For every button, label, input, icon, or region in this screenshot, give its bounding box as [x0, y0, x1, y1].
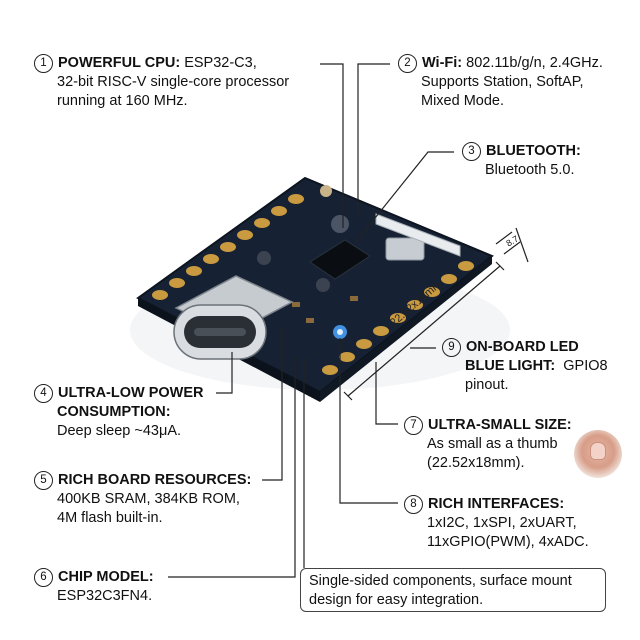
callout-number: 3	[462, 142, 481, 161]
callout-title: Wi-Fi:	[422, 55, 463, 71]
thumb-photo-icon	[574, 430, 622, 478]
callout-number: 8	[404, 495, 423, 514]
callout-line: Bluetooth 5.0.	[485, 162, 575, 178]
callout-line: 1xI2C, 1xSPI, 2xUART,	[427, 515, 577, 531]
usb-c-port	[173, 275, 294, 360]
callout-title: RICH BOARD RESOURCES:	[58, 472, 252, 488]
callout-wifi: 2 Wi-Fi: 802.11b/g/n, 2.4GHz. Supports S…	[398, 54, 603, 111]
callout-number: 7	[404, 416, 423, 435]
callout-title: RICH INTERFACES:	[428, 496, 565, 512]
callout-number: 4	[34, 384, 53, 403]
leader-lines	[168, 63, 529, 578]
callout-line: Supports Station, SoftAP,	[421, 74, 584, 90]
pcb-board	[136, 176, 494, 402]
callout-line: pinout.	[465, 377, 509, 393]
callout-line: BLUE LIGHT:	[465, 358, 556, 374]
note-box: Single-sided components, surface mount d…	[300, 568, 606, 612]
callout-desc: ESP32-C3,	[184, 55, 257, 71]
callout-led: 9 ON-BOARD LED BLUE LIGHT: GPIO8 pinout.	[442, 338, 608, 395]
callout-bluetooth: 3 BLUETOOTH: Bluetooth 5.0.	[462, 142, 585, 180]
callout-gpio: GPIO8	[563, 358, 608, 374]
callout-number: 5	[34, 471, 53, 490]
callout-line: running at 160 MHz.	[57, 93, 188, 109]
callout-line: Deep sleep ~43μA.	[57, 423, 182, 439]
callout-line: Mixed Mode.	[421, 93, 505, 109]
note-line: design for easy integration.	[309, 592, 484, 608]
callout-title: POWERFUL CPU:	[58, 55, 181, 71]
note-line: Single-sided components, surface mount	[309, 573, 572, 589]
callout-title: ULTRA-SMALL SIZE:	[428, 417, 572, 433]
callout-number: 9	[442, 338, 461, 357]
callout-size: 7 ULTRA-SMALL SIZE: As small as a thumb …	[404, 416, 576, 473]
callout-desc: 802.11b/g/n, 2.4GHz.	[466, 55, 603, 71]
callout-low-power: 4 ULTRA-LOW POWER CONSUMPTION: Deep slee…	[34, 384, 208, 441]
callout-line: 11xGPIO(PWM), 4xADC.	[427, 534, 589, 550]
callout-title: BLUETOOTH:	[486, 143, 581, 159]
callout-line: 4M flash built-in.	[57, 510, 163, 526]
callout-line: CONSUMPTION:	[57, 404, 171, 420]
callout-line: 32-bit RISC-V single-core processor	[57, 74, 290, 90]
callout-line: 400KB SRAM, 384KB ROM,	[57, 491, 240, 507]
callout-line: ESP32C3FN4.	[57, 588, 153, 604]
callout-title: CHIP MODEL:	[58, 569, 154, 585]
callout-cpu: 1 POWERFUL CPU: ESP32-C3, 32-bit RISC-V …	[34, 54, 289, 111]
callout-number: 2	[398, 54, 417, 73]
callout-line: (22.52x18mm).	[427, 455, 525, 471]
callout-number: 1	[34, 54, 53, 73]
callout-resources: 5 RICH BOARD RESOURCES: 400KB SRAM, 384K…	[34, 471, 255, 528]
callout-interfaces: 8 RICH INTERFACES: 1xI2C, 1xSPI, 2xUART,…	[404, 495, 589, 552]
callout-title: ON-BOARD LED	[466, 339, 579, 355]
callout-line: As small as a thumb	[427, 436, 558, 452]
callout-number: 6	[34, 568, 53, 587]
callout-title: ULTRA-LOW POWER	[58, 385, 204, 401]
callout-chip-model: 6 CHIP MODEL: ESP32C3FN4.	[34, 568, 158, 606]
